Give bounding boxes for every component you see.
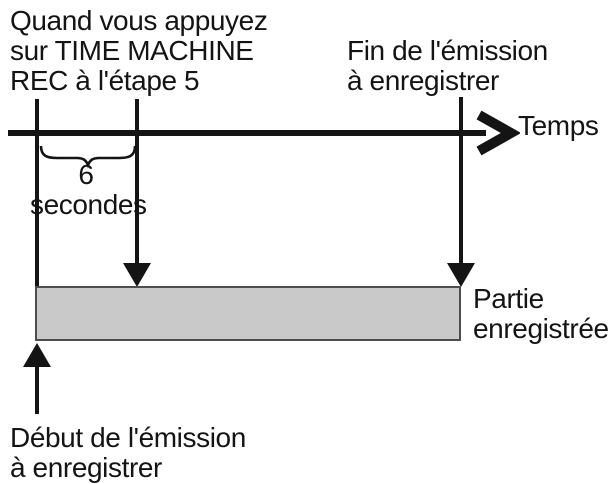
recorded-part-label-line2: enregistrée — [473, 313, 609, 344]
broadcast-end-label: Fin de l'émission à enregistrer — [347, 36, 548, 96]
time-axis-arrowhead-icon — [476, 110, 520, 156]
broadcast-start-label: Début de l'émission à enregistrer — [10, 423, 246, 483]
time-axis-label: Temps — [518, 110, 599, 141]
press-point-arrow-line — [135, 99, 139, 263]
press-label-line2: sur TIME MACHINE — [10, 35, 254, 66]
broadcast-start-label-line2: à enregistrer — [10, 452, 162, 483]
duration-unit: secondes — [30, 189, 147, 220]
duration-label: 6 secondes — [30, 159, 147, 220]
duration-value: 6 — [78, 159, 94, 190]
time-axis-line — [8, 130, 486, 136]
broadcast-start-arrowhead-icon — [23, 343, 51, 367]
press-label-line1: Quand vous appuyez — [10, 5, 268, 36]
broadcast-end-label-line2: à enregistrer — [347, 65, 499, 96]
press-label: Quand vous appuyez sur TIME MACHINE REC … — [10, 5, 268, 96]
end-point-arrowhead-icon — [447, 263, 475, 287]
broadcast-end-label-line1: Fin de l'émission — [347, 35, 548, 66]
end-point-arrow-line — [459, 97, 463, 263]
start-marker-line — [35, 99, 39, 341]
press-label-line3: REC à l'étape 5 — [10, 65, 200, 96]
press-point-arrowhead-icon — [123, 263, 151, 287]
broadcast-start-label-line1: Début de l'émission — [10, 422, 246, 453]
recorded-part-label: Partie enregistrée — [473, 284, 609, 344]
recorded-part-label-line1: Partie — [473, 283, 544, 314]
six-seconds-brace-icon — [39, 145, 137, 169]
broadcast-start-arrow-line — [35, 364, 39, 414]
recorded-part-bar — [35, 286, 461, 341]
